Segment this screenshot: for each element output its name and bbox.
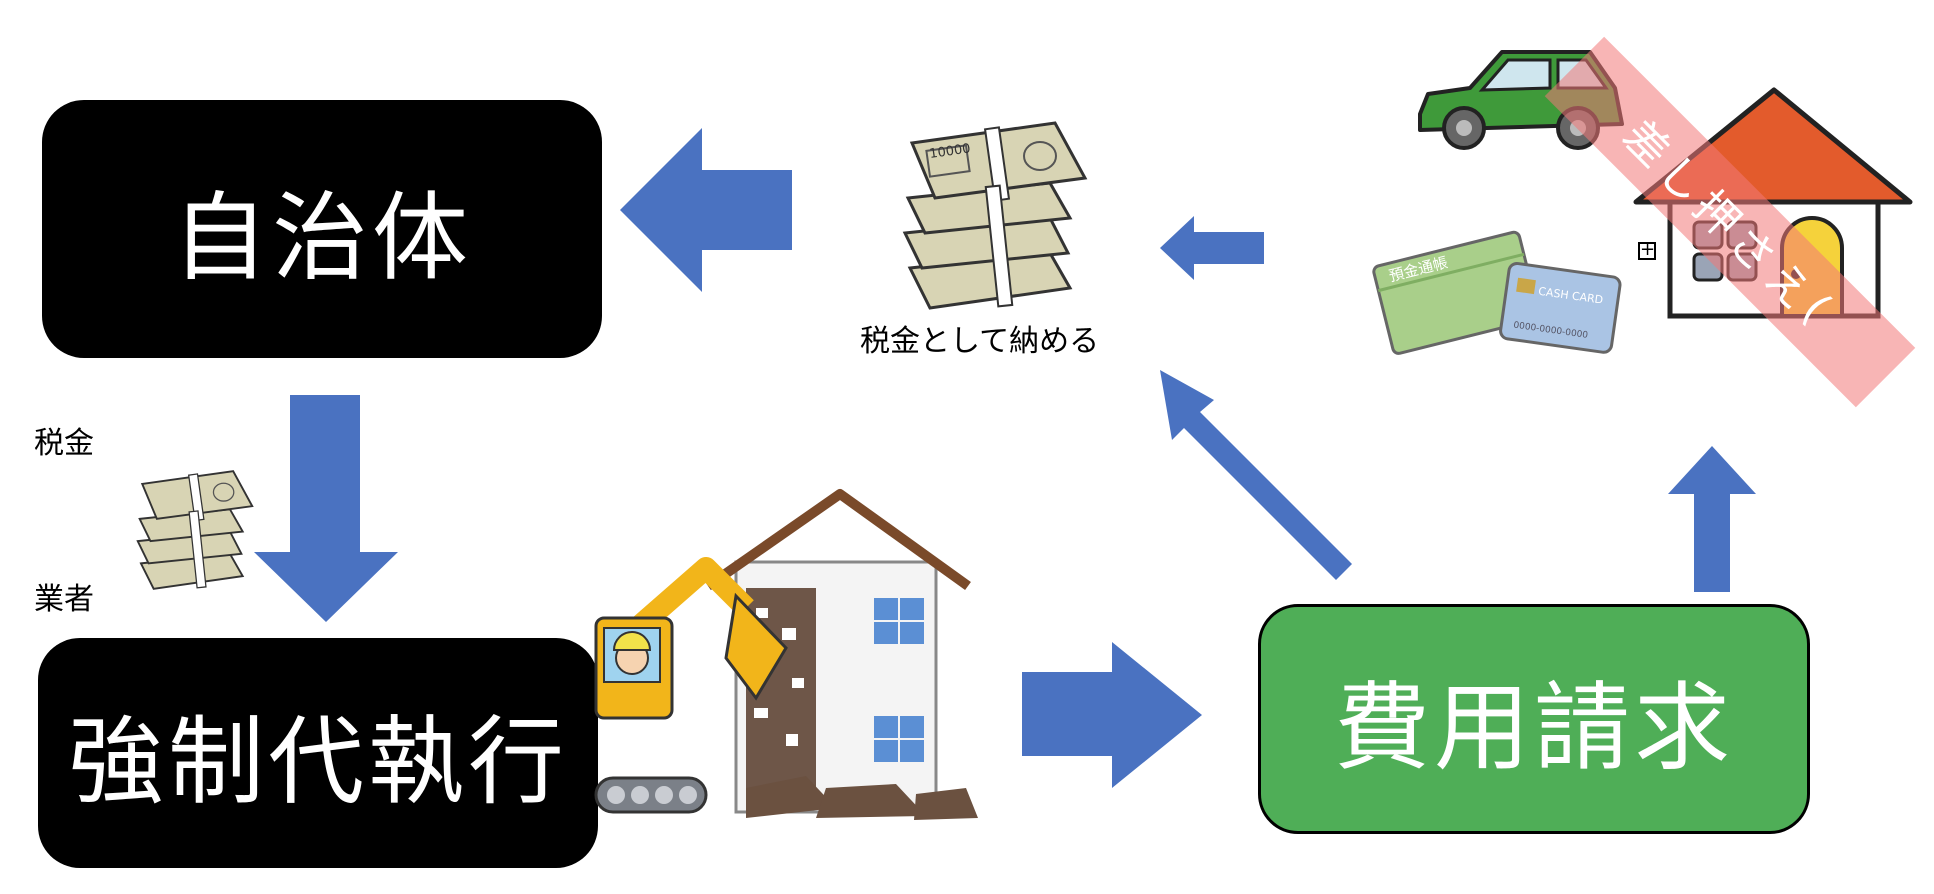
arrow-diagonal [1160, 370, 1352, 580]
municipality-label: 自治体 [172, 181, 472, 294]
demolition-icon [594, 489, 978, 820]
expand-icon[interactable]: + [1638, 239, 1656, 260]
arrow-down [254, 395, 398, 622]
pay-as-tax-label: 税金として納める [860, 324, 1100, 359]
arrow-left-small [1160, 216, 1264, 280]
banknote-text: 10000 [928, 141, 971, 162]
cash-card-icon: CASH CARD 0000-0000-0000 [1499, 261, 1622, 354]
arrow-up [1668, 446, 1756, 592]
small-money-bundle-icon [136, 470, 254, 590]
enforcement-box: 強制代執行 [38, 638, 598, 868]
billing-box: 費用請求 [1258, 604, 1810, 834]
tax-label: 税金 [34, 426, 94, 461]
money-bundle-icon: 10000 [902, 121, 1088, 310]
municipality-box: 自治体 [42, 100, 602, 358]
billing-label: 費用請求 [1334, 671, 1734, 784]
arrow-right [1022, 642, 1202, 788]
enforcement-label: 強制代執行 [68, 705, 568, 818]
contractor-label: 業者 [34, 582, 94, 617]
bankbook-icon: 預金通帳 [1372, 230, 1541, 355]
arrow-left-large [620, 128, 792, 292]
